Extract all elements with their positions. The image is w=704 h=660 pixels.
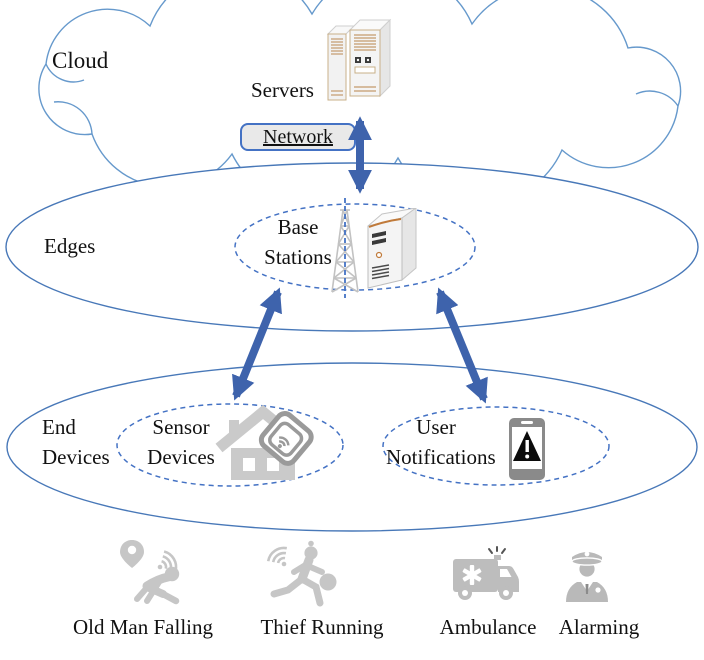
sensor-devices-label: Sensor Devices [136,412,226,473]
base-stations-line1: Base [277,215,319,239]
scenario-label-thief-running: Thief Running [260,615,384,639]
sensor-devices-line2: Devices [147,445,215,470]
police-officer-icon [566,551,608,602]
cloud-layer-label: Cloud [52,48,109,73]
edge-server-icon [367,208,417,289]
sensor-devices-line1: Sensor [152,415,210,439]
scenario-label-alarming: Alarming [558,615,640,639]
phone-alert-icon [509,418,545,480]
scenario-label-old-man-falling: Old Man Falling [73,615,213,639]
network-box: Network [240,123,356,151]
old-man-falling-icon [120,540,180,605]
network-label: Network [263,125,333,148]
user-notifications-ellipse [382,406,610,486]
scenario-label-ambulance: Ambulance [439,615,537,639]
thief-running-icon [266,540,337,607]
edges-layer-label: Edges [44,234,96,258]
base-stations-label: Base Stations [250,212,346,273]
base-stations-line2: Stations [264,245,332,270]
end-devices-line2: Devices [42,445,110,470]
end-devices-line1: End [42,415,76,439]
ambulance-icon [453,546,519,600]
user-notifications-line1: User [416,415,456,439]
end-devices-ellipse [6,362,698,532]
end-devices-label: End Devices [42,412,110,473]
user-notifications-label: User Notifications [386,412,496,473]
user-notifications-line2: Notifications [386,445,496,470]
servers-label: Servers [251,78,314,102]
servers-icon [326,18,392,101]
wireless-device-icon [258,411,314,466]
base-station-tower-icon [331,198,359,298]
smart-home-sensor-icon [215,404,314,480]
